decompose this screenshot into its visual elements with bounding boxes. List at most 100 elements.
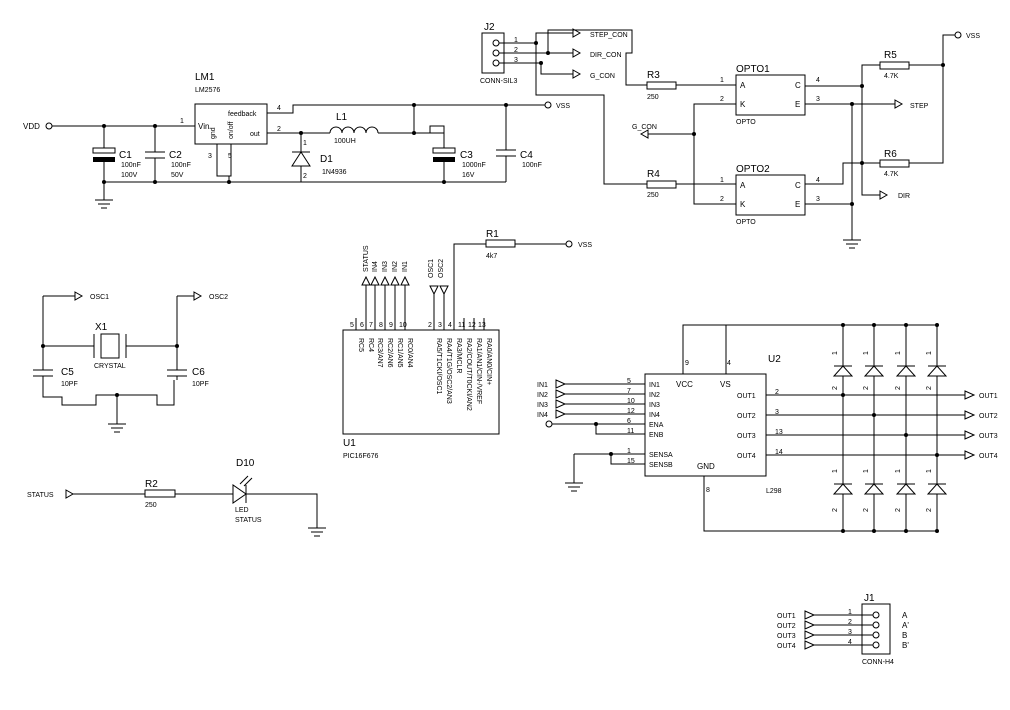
svg-text:GND: GND — [697, 462, 715, 471]
lower-flyback-diode — [895, 483, 917, 495]
driver-pin-name: SENSB — [649, 462, 673, 469]
lm1-value: LM2576 — [195, 87, 220, 94]
driver-pin-num: 11 — [627, 428, 634, 435]
mcu-pin-num: 13 — [478, 322, 486, 329]
driver-pin-num: 2 — [775, 389, 779, 396]
upper-flyback-diode — [863, 365, 885, 377]
svg-text:IN3: IN3 — [382, 261, 389, 272]
c4-value: 100nF — [522, 162, 542, 169]
vss-label-3: VSS — [578, 242, 592, 249]
svg-text:K: K — [740, 100, 746, 109]
step-net: STEP — [910, 103, 929, 110]
driver-pin-name: IN1 — [649, 382, 660, 389]
svg-text:OSC2: OSC2 — [438, 259, 445, 278]
led-label-1: LED — [235, 507, 249, 514]
driver-pin-num: 14 — [775, 449, 783, 456]
lm2576-body — [194, 103, 268, 145]
output-arrow — [964, 430, 976, 440]
opto1-ref: OPTO1 — [736, 64, 770, 75]
vss-rail — [267, 104, 545, 114]
r5-value: 4.7K — [884, 73, 899, 80]
mcu-pin-name: RC0/AN4 — [406, 338, 413, 368]
j1-pin-num: 3 — [848, 629, 852, 636]
svg-text:E: E — [795, 100, 800, 109]
c6-ref: C6 — [192, 367, 205, 378]
d1-symbol — [291, 151, 311, 167]
mcu-pin-num: 10 — [399, 322, 407, 329]
ground-symbol-opto — [843, 204, 861, 249]
oscillator-section: OSC1 OSC2 X1 CRYSTAL C5 10PF C6 10PF — [33, 291, 228, 433]
mcu-input-nets: STATUS IN4 IN3 IN2 IN1 — [355, 245, 410, 330]
svg-text:2: 2 — [720, 196, 724, 203]
upper-flyback-diode — [832, 365, 854, 377]
vss-terminal-2 — [954, 31, 962, 39]
d1-value: 1N4936 — [322, 169, 347, 176]
svg-text:VCC: VCC — [676, 380, 693, 389]
diode-pin: 1 — [832, 469, 839, 473]
osc2-label: OSC2 — [209, 294, 228, 301]
svg-text:9: 9 — [685, 360, 689, 367]
mcu-right-pins: 2RA5/T1CKI/OSC13RA4/T1G/OSC2/AN34RA3/MCL… — [428, 322, 492, 411]
driver-pin-num: 1 — [627, 448, 631, 455]
svg-text:2: 2 — [277, 126, 281, 133]
svg-text:K: K — [740, 200, 746, 209]
ground-symbol-1 — [95, 182, 113, 209]
r3-ref: R3 — [647, 70, 660, 81]
output-arrow — [964, 450, 976, 460]
driver-pin-name: OUT3 — [737, 433, 756, 440]
upper-diode-wire — [897, 325, 915, 435]
r1-symbol — [485, 239, 516, 248]
svg-text:3: 3 — [208, 153, 212, 160]
u1-body — [342, 329, 500, 435]
j1-arrow — [804, 630, 816, 640]
svg-text:IN4: IN4 — [372, 261, 379, 272]
driver-input-net: IN2 — [537, 392, 548, 399]
r1-value: 4k7 — [486, 253, 497, 260]
mcu-pin-name: RA0/AN0/CIN+ — [485, 338, 492, 385]
diode-pin: 1 — [926, 351, 933, 355]
j2-connector-section: J2 CONN-SIL3 1 2 3 STEP_CON DIR_CON G_CO… — [480, 22, 647, 185]
driver-output-net: OUT4 — [979, 453, 998, 460]
mcu-pin-name: RA3/MCLR — [455, 338, 462, 373]
driver-pin-name: OUT1 — [737, 393, 756, 400]
mcu-pin-name: RA1/AN1/CIN-/VREF — [475, 338, 482, 404]
osc1-label: OSC1 — [90, 294, 109, 301]
svg-text:8: 8 — [706, 487, 710, 494]
mcu-pin-num: 5 — [350, 322, 354, 329]
mcu-pin-num: 3 — [438, 322, 442, 329]
d1-ref: D1 — [320, 154, 333, 165]
svg-text:STATUS: STATUS — [363, 245, 370, 272]
driver-output-net: OUT1 — [979, 393, 998, 400]
coil-label: B — [902, 631, 907, 640]
ground-symbol-led — [308, 527, 326, 537]
driver-pin-name: ENB — [649, 432, 664, 439]
r1-ref: R1 — [486, 229, 499, 240]
status-net-label: STATUS — [27, 492, 54, 499]
svg-text:C: C — [795, 181, 801, 190]
driver-pin-num: 6 — [627, 418, 631, 425]
mcu-pin-name: RC5 — [357, 338, 364, 352]
r5-symbol — [879, 61, 910, 70]
upper-flyback-diode — [926, 365, 948, 377]
opto2-ref: OPTO2 — [736, 164, 770, 175]
mcu-left-pins: 5RC56RC47RC3/AN78RC2/AN69RC1/AN510RC0/AN… — [350, 322, 413, 368]
r3-value: 250 — [647, 94, 659, 101]
driver-pin-name: IN4 — [649, 412, 660, 419]
u2-value: L298 — [766, 488, 782, 495]
lower-diode-wire — [897, 435, 915, 531]
svg-text:E: E — [795, 200, 800, 209]
mcu-pin-num: 2 — [428, 322, 432, 329]
mcu-pin-num: 12 — [468, 322, 476, 329]
lower-flyback-diode — [832, 483, 854, 495]
mcu-pin-num: 11 — [458, 322, 465, 329]
opto2-value: OPTO — [736, 219, 756, 226]
svg-text:OSC1: OSC1 — [428, 259, 435, 278]
j1-arrow — [804, 610, 816, 620]
j1-net-label: OUT1 — [777, 613, 796, 620]
mcu-pin-name: RC2/AN6 — [386, 338, 393, 368]
led-label-2: STATUS — [235, 517, 262, 524]
driver-pin-name: IN2 — [649, 392, 660, 399]
r4-ref: R4 — [647, 169, 660, 180]
